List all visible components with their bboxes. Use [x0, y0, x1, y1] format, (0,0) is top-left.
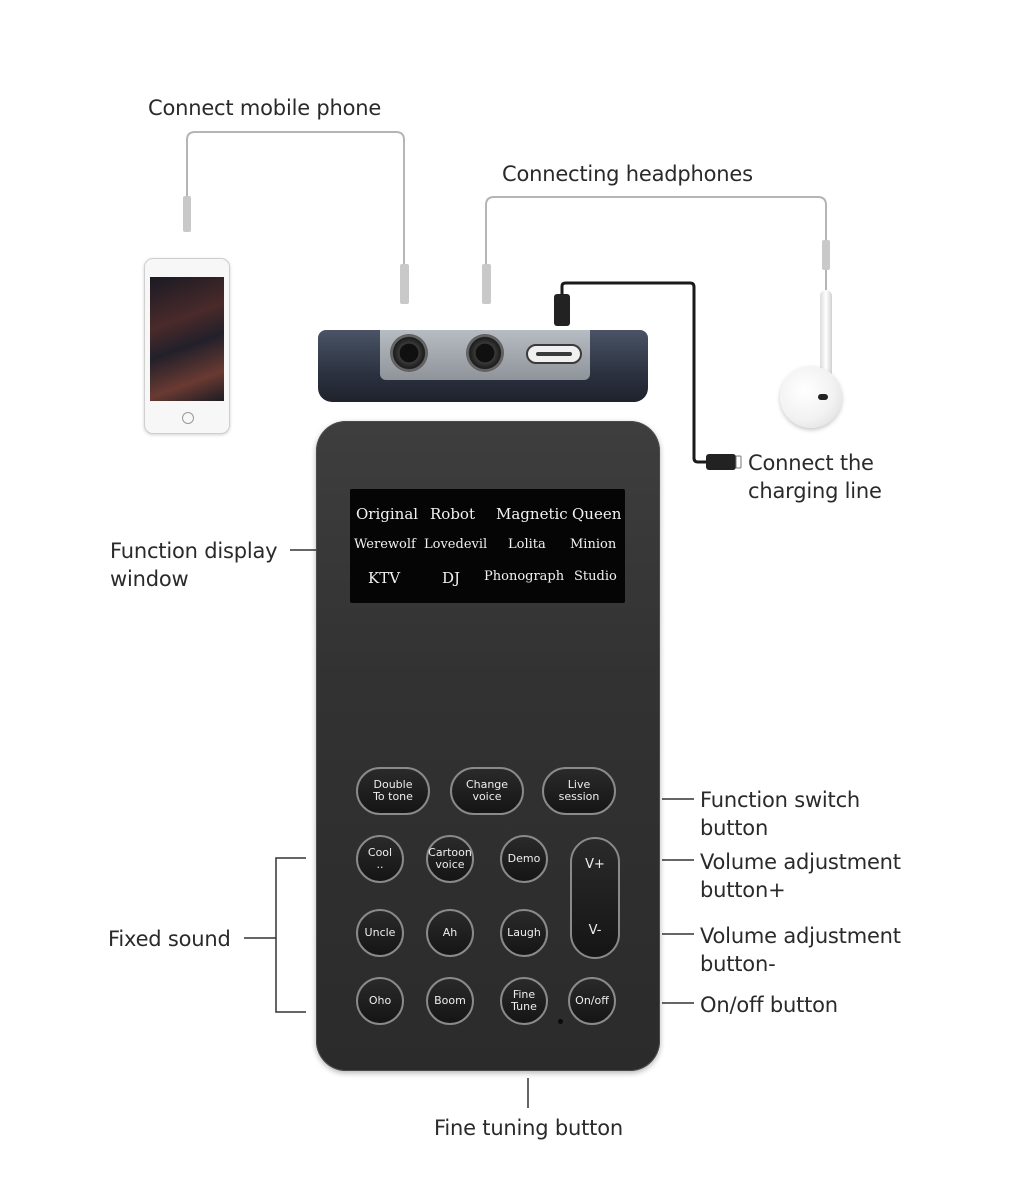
charging-plug [706, 454, 736, 470]
display-item: Lovedevil [424, 537, 488, 552]
display-item: Studio [574, 569, 617, 584]
label-volume-down-2: button- [700, 952, 776, 976]
fine-tuning-button[interactable]: Fine Tune [500, 977, 548, 1025]
phone-cable [186, 131, 405, 300]
label-onoff: On/off button [700, 993, 838, 1017]
voice-changer-device: Original Robot Magnetic Queen Werewolf L… [316, 421, 660, 1071]
label-function-switch-1: Function switch [700, 788, 861, 812]
label-function-display-2: window [110, 567, 189, 591]
volume-up-button[interactable]: V+ [585, 857, 605, 872]
earbud-icon [780, 366, 842, 428]
label-charging-line-1: Connect the [748, 451, 874, 475]
display-item: Robot [430, 505, 475, 523]
display-item: KTV [368, 569, 401, 587]
double-tone-button[interactable]: Double To tone [356, 767, 430, 815]
device-plug-1 [400, 264, 409, 304]
device-plug-2 [482, 264, 491, 304]
live-session-button[interactable]: Live session [542, 767, 616, 815]
fixed-sound-button[interactable]: Cool .. [356, 835, 404, 883]
bracket-fixed-sound [275, 857, 306, 1013]
fixed-sound-button[interactable]: Oho [356, 977, 404, 1025]
onoff-button[interactable]: On/off [568, 977, 616, 1025]
fixed-sound-button[interactable]: Laugh [500, 909, 548, 957]
display-item: Magnetic [496, 505, 568, 523]
power-indicator-led [558, 1019, 563, 1024]
fixed-sound-button[interactable]: Boom [426, 977, 474, 1025]
display-item: Lolita [508, 537, 546, 552]
fixed-sound-button[interactable]: Demo [500, 835, 548, 883]
phone-home-button [182, 412, 194, 424]
volume-down-button[interactable]: V- [588, 923, 602, 938]
display-item: Phonograph [484, 569, 565, 584]
charging-cable [560, 281, 712, 464]
port-panel [380, 330, 590, 380]
fixed-sound-button[interactable]: Uncle [356, 909, 404, 957]
display-item: Werewolf [354, 537, 416, 552]
label-charging-line-2: charging line [748, 479, 882, 503]
volume-rocker[interactable]: V+ V- [570, 837, 620, 959]
label-volume-up-1: Volume adjustment [700, 850, 901, 874]
label-connect-phone: Connect mobile phone [148, 96, 382, 120]
phone-jack-port [390, 334, 428, 372]
fixed-sound-button[interactable]: Cartoon voice [426, 835, 474, 883]
headphone-jack-port [466, 334, 504, 372]
usb-plug [554, 294, 570, 326]
display-item: Original [356, 505, 419, 523]
earbud-stem [820, 290, 832, 378]
device-top-edge [318, 330, 648, 402]
label-function-display-1: Function display [110, 539, 278, 563]
headphone-cable [485, 196, 827, 300]
label-volume-down-1: Volume adjustment [700, 924, 901, 948]
display-item: DJ [442, 569, 461, 587]
mobile-phone [144, 258, 230, 434]
display-item: Minion [570, 537, 617, 552]
usb-charging-port [526, 344, 582, 364]
function-display-window: Original Robot Magnetic Queen Werewolf L… [350, 489, 625, 603]
display-item: Queen [572, 505, 622, 523]
label-connect-headphones: Connecting headphones [502, 162, 753, 186]
label-function-switch-2: button [700, 816, 769, 840]
earbud-plug [822, 240, 830, 270]
phone-screen [150, 277, 224, 401]
label-fixed-sound: Fixed sound [108, 927, 231, 951]
label-fine-tuning: Fine tuning button [434, 1116, 623, 1140]
label-volume-up-2: button+ [700, 878, 786, 902]
fixed-sound-button[interactable]: Ah [426, 909, 474, 957]
phone-plug [183, 196, 191, 232]
change-voice-button[interactable]: Change voice [450, 767, 524, 815]
